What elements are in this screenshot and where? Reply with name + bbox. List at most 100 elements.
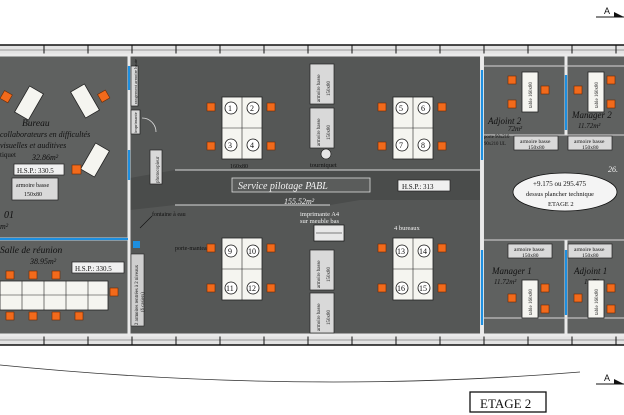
bureau-desc-1: collaborateurs en difficultés bbox=[0, 130, 90, 139]
quatre-bureaux-label: 4 bureaux bbox=[394, 225, 421, 232]
desk-cluster-a: 1 2 3 4 160x80 bbox=[206, 96, 276, 170]
desk-number-5: 5 bbox=[399, 104, 403, 113]
desk-number-3: 3 bbox=[228, 141, 232, 150]
adjoint-1-title: Adjoint 1 bbox=[573, 266, 607, 276]
mgr1-table-label: table 160x80 bbox=[529, 289, 534, 315]
mgr1-armoire-label: armoire basse bbox=[514, 247, 545, 253]
rangement-label: rangement armoire haute bbox=[133, 59, 138, 104]
manager-2-area: 11.72m² bbox=[578, 122, 601, 130]
bureau-area: 32.86m² bbox=[31, 153, 59, 162]
cab-bottom-1-label: armoire basse bbox=[317, 260, 322, 288]
cab-bottom-1-dim: 150x80 bbox=[327, 267, 332, 283]
section-mark-bottom: A bbox=[596, 373, 624, 385]
center-hsp: H.S.P.: 313 bbox=[402, 183, 434, 191]
bureau-partial: tiquet bbox=[0, 151, 16, 159]
desk-number-9: 9 bbox=[228, 247, 232, 256]
adjoint-1-office: armoire basse 150x80 Adjoint 1 11.72 tab… bbox=[567, 243, 616, 319]
desk-cluster-d: 13 14 16 15 bbox=[377, 237, 447, 301]
elevation-line-1: +9.175 ou 295.475 bbox=[533, 180, 586, 188]
left-room: 01 m² bbox=[0, 210, 14, 231]
desk-cluster-c: 9 10 11 12 bbox=[206, 237, 276, 301]
door-label-b: 90x210 UL bbox=[484, 142, 506, 147]
meeting-title: Salle de réunion bbox=[0, 246, 63, 256]
tourniquet-label: tourniquet bbox=[310, 162, 337, 169]
fontaine-label: fontaine à eau bbox=[152, 211, 186, 218]
cab-top-2-dim: 150x80 bbox=[327, 125, 332, 141]
desk-a-dim: 160x80 bbox=[230, 164, 248, 170]
section-label-top: A bbox=[604, 6, 610, 16]
desk-number-8: 8 bbox=[421, 141, 425, 150]
desk-number-7: 7 bbox=[399, 141, 403, 150]
elevation-line-3: ETAGE 2 bbox=[548, 201, 574, 208]
left-room-number: 01 bbox=[4, 210, 14, 221]
desk-cluster-b: 5 6 7 8 bbox=[377, 96, 447, 160]
meeting-table bbox=[0, 280, 109, 311]
cab-top-1-label: armoire basse bbox=[317, 74, 322, 102]
bureau-hsp: H.S.P.: 330.5 bbox=[17, 167, 54, 175]
desk-number-14: 14 bbox=[419, 247, 427, 256]
mgr2-armoire-label: armoire basse bbox=[574, 139, 605, 145]
bureau-table-1 bbox=[0, 85, 44, 121]
imprimante-label: imprimante bbox=[133, 112, 138, 133]
desk-number-10: 10 bbox=[248, 247, 256, 256]
desk-number-1: 1 bbox=[228, 104, 232, 113]
cab-top-1-dim: 150x80 bbox=[327, 81, 332, 97]
bureau-table-3 bbox=[71, 142, 110, 178]
central-cabinets-top: armoire basse 150x80 armoire basse 150x8… bbox=[309, 63, 337, 169]
mgr1-armoire-dim: 150x80 bbox=[522, 253, 539, 259]
window-bays-bottom bbox=[0, 335, 624, 345]
adj1-table-label: table 160x80 bbox=[595, 289, 600, 315]
cab-top-2-label: armoire basse bbox=[317, 118, 322, 146]
bureau-room: Bureau collaborateurs en difficultés vis… bbox=[0, 83, 111, 201]
sheet-label: ETAGE 2 bbox=[480, 396, 531, 411]
adj2-armoire-dim: 150x80 bbox=[528, 145, 545, 151]
adj2-table-label: table 160x80 bbox=[529, 82, 534, 108]
adj2-armoire-label: armoire basse bbox=[520, 139, 551, 145]
right-partial-area: 26. bbox=[608, 165, 618, 174]
manager-1-title: Manager 1 bbox=[491, 266, 532, 276]
porte-manteau-label: porte-manteau bbox=[175, 246, 210, 252]
manager-1-area: 11.72m² bbox=[494, 278, 517, 286]
desk-number-16: 16 bbox=[397, 284, 405, 293]
meeting-hsp: H.S.P.: 330.5 bbox=[75, 265, 112, 273]
bottom-curve bbox=[0, 364, 581, 383]
adj1-armoire-label: armoire basse bbox=[574, 247, 605, 253]
section-mark-top: A bbox=[596, 6, 624, 18]
bureau-floor bbox=[0, 55, 128, 180]
bureau-armoire-dim: 150x80 bbox=[24, 192, 42, 198]
sheet-label-box: ETAGE 2 bbox=[469, 391, 547, 413]
photocopieur-label: photocopieur bbox=[156, 156, 161, 183]
cab-bottom-2-label: armoire basse bbox=[317, 303, 322, 331]
corridor-labels: Service pilotage PABL H.S.P.: 313 155.52… bbox=[231, 177, 451, 242]
central-cabinets-bottom: armoire basse 150x80 armoire basse 150x8… bbox=[309, 249, 335, 334]
bureau-title: Bureau bbox=[22, 119, 50, 129]
elevation-note: +9.175 ou 295.475 dessus plancher techni… bbox=[512, 165, 618, 212]
armoires-note-2: (6 casiers) bbox=[141, 292, 146, 312]
adjoint-2-office: table 160x80 Adjoint 2 72m² porte 90x210… bbox=[484, 71, 559, 151]
bureau-armoire-label: armoire basse bbox=[16, 183, 49, 189]
manager-2-office: table 160x80 Manager 2 11.72m² armoire b… bbox=[567, 71, 616, 151]
desk-number-6: 6 bbox=[421, 104, 425, 113]
cab-bottom-2-dim: 150x80 bbox=[327, 310, 332, 326]
desk-number-11: 11 bbox=[226, 284, 234, 293]
bureau-table-2 bbox=[70, 83, 111, 119]
desk-number-4: 4 bbox=[250, 141, 254, 150]
meeting-area: 38.95m² bbox=[29, 257, 57, 266]
water-fountain-marker bbox=[133, 241, 140, 248]
service-area: 155.52m² bbox=[284, 197, 315, 206]
elevation-line-2: dessus plancher technique bbox=[526, 191, 594, 198]
blue-partitions bbox=[0, 66, 568, 325]
door-label-a: porte 90x210 bbox=[484, 135, 510, 140]
adjoint-2-title: Adjoint 2 bbox=[487, 116, 522, 126]
mgr2-table-label: table 160x80 bbox=[595, 82, 600, 108]
section-label-bottom: A bbox=[604, 373, 610, 383]
manager-2-title: Manager 2 bbox=[571, 110, 612, 120]
imprimante-a4-label: imprimante A4 bbox=[300, 211, 340, 218]
adj1-armoire-dim: 150x80 bbox=[582, 253, 599, 259]
central-utility-strip: rangement armoire haute imprimante photo… bbox=[130, 59, 210, 327]
meeting-room: Salle de réunion 38.95m² H.S.P.: 330.5 bbox=[0, 246, 125, 321]
meuble-bas-label: sur meuble bas bbox=[300, 218, 339, 225]
desk-number-12: 12 bbox=[248, 284, 256, 293]
service-title: Service pilotage PABL bbox=[238, 181, 328, 192]
